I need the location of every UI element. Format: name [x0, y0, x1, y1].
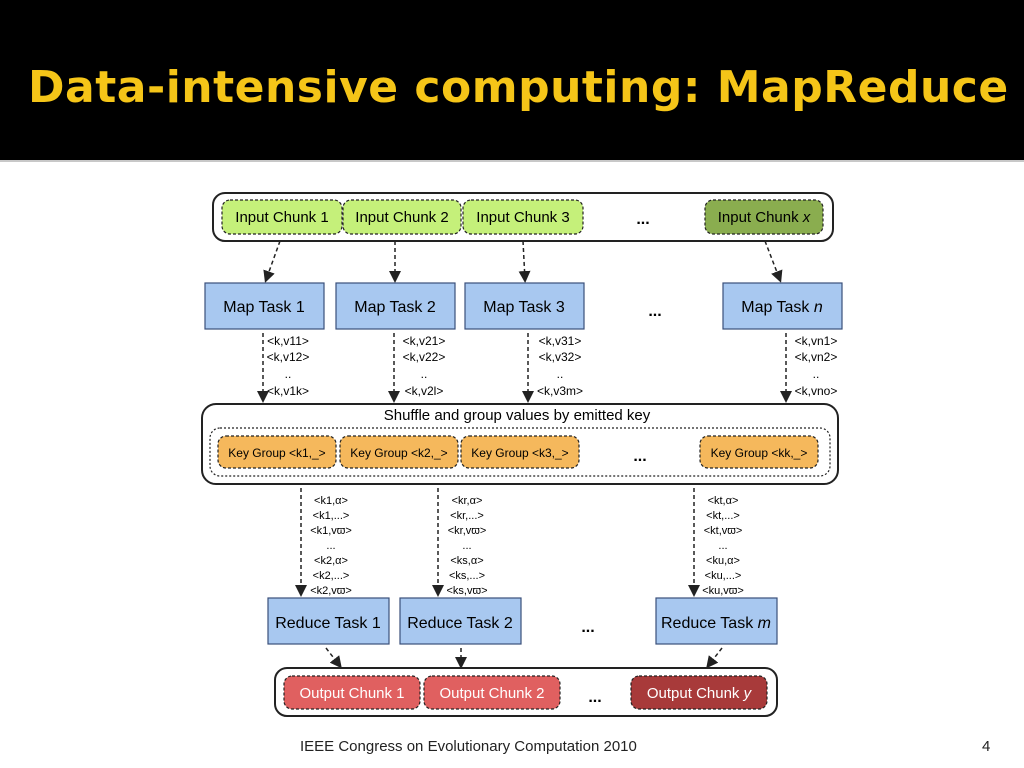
title-bar [0, 0, 1024, 160]
map-task-2 [335, 282, 456, 330]
input-chunk-x-label: Input Chunk x [718, 209, 811, 226]
svg-text:<kt,...>: <kt,...> [706, 510, 740, 522]
svg-text:<k,v12>: <k,v12> [267, 350, 310, 364]
reduce-input-2: <kr,α> <kr,...> <kr,vϖ> ... <ks,α> <ks,.… [447, 495, 488, 597]
reduce-input-m: <kt,α> <kt,...> <kt,vϖ> ... <ku,α> <ku,.… [702, 495, 744, 597]
svg-text:<ks,vϖ>: <ks,vϖ> [447, 585, 488, 597]
svg-text:<k,v21>: <k,v21> [403, 334, 446, 348]
svg-text:...: ... [718, 540, 727, 552]
map-task-1-label: Map Task 1 [223, 299, 305, 316]
key-group-2-label: Key Group <k2,_> [350, 446, 447, 460]
title-divider [0, 160, 1024, 162]
input-chunk-3-label: Input Chunk 3 [476, 209, 569, 226]
svg-text:<kr,...>: <kr,...> [450, 510, 484, 522]
svg-text:<k,vn1>: <k,vn1> [795, 334, 838, 348]
svg-text:..: .. [421, 367, 428, 381]
reduce-ellipsis: ... [581, 619, 594, 636]
svg-text:..: .. [557, 367, 564, 381]
key-group-3 [460, 435, 580, 469]
output-chunk-2 [423, 675, 561, 710]
svg-text:<k2,α>: <k2,α> [314, 555, 348, 567]
svg-text:..: .. [813, 367, 820, 381]
key-group-2 [339, 435, 459, 469]
output-chunk-y-label: Output Chunk y [647, 685, 753, 702]
key-group-k [699, 435, 819, 469]
svg-text:...: ... [462, 540, 471, 552]
slide-title: Data-intensive computing: MapReduce [28, 62, 1009, 113]
shuffle-label: Shuffle and group values by emitted key [384, 407, 651, 424]
svg-text:<k1,...>: <k1,...> [313, 510, 350, 522]
svg-text:..: .. [285, 367, 292, 381]
svg-text:<k,v3m>: <k,v3m> [537, 384, 583, 398]
svg-text:<kt,vϖ>: <kt,vϖ> [704, 525, 743, 537]
output-chunk-y [630, 675, 768, 710]
reduce-task-2 [399, 597, 522, 645]
svg-text:<k1,vϖ>: <k1,vϖ> [310, 525, 352, 537]
input-to-map-arrows [263, 240, 783, 283]
key-group-k-label: Key Group <kk,_> [711, 446, 808, 460]
svg-text:<ks,...>: <ks,...> [449, 570, 485, 582]
page-number: 4 [982, 738, 991, 755]
key-group-ellipsis: ... [633, 448, 646, 465]
input-chunk-2 [342, 199, 462, 235]
svg-text:<k1,α>: <k1,α> [314, 495, 348, 507]
input-chunk-x [704, 199, 824, 235]
map-to-shuffle-arrows [257, 333, 792, 403]
shuffle-to-reduce-arrows [295, 488, 700, 597]
map-ellipsis: ... [648, 303, 661, 320]
map-task-2-label: Map Task 2 [354, 299, 436, 316]
map-output-2: <k,v21> <k,v22> .. <k,v2l> [403, 334, 446, 398]
key-groups-container [209, 427, 831, 477]
reduce-input-1: <k1,α> <k1,...> <k1,vϖ> ... <k2,α> <k2,.… [310, 495, 352, 597]
output-chunk-1 [283, 675, 421, 710]
svg-text:<k,v32>: <k,v32> [539, 350, 582, 364]
map-output-n: <k,vn1> <k,vn2> .. <k,vno> [795, 334, 838, 398]
svg-text:<ku,vϖ>: <ku,vϖ> [702, 585, 744, 597]
key-group-1 [217, 435, 337, 469]
svg-text:<k,v22>: <k,v22> [403, 350, 446, 364]
map-output-3: <k,v31> <k,v32> .. <k,v3m> [537, 334, 583, 398]
map-task-3-label: Map Task 3 [483, 299, 565, 316]
svg-text:<k,v1k>: <k,v1k> [267, 384, 309, 398]
svg-text:<k,v31>: <k,v31> [539, 334, 582, 348]
svg-text:<kr,α>: <kr,α> [452, 495, 483, 507]
output-ellipsis: ... [588, 689, 601, 706]
input-chunk-3 [462, 199, 584, 235]
map-task-n [722, 282, 843, 330]
svg-text:<k,v11>: <k,v11> [267, 334, 309, 348]
svg-text:...: ... [326, 540, 335, 552]
map-output-1: <k,v11> <k,v12> .. <k,v1k> [267, 334, 310, 398]
svg-text:<k,vn2>: <k,vn2> [795, 350, 838, 364]
output-chunk-2-label: Output Chunk 2 [439, 685, 544, 702]
map-task-3 [464, 282, 585, 330]
reduce-task-1-label: Reduce Task 1 [275, 615, 381, 632]
reduce-task-m-label: Reduce Task m [661, 615, 771, 632]
input-ellipsis: ... [636, 211, 649, 228]
svg-text:<k,vno>: <k,vno> [795, 384, 838, 398]
key-group-3-label: Key Group <k3,_> [471, 446, 568, 460]
svg-text:<kt,α>: <kt,α> [708, 495, 739, 507]
footer-text: IEEE Congress on Evolutionary Computatio… [300, 738, 637, 755]
input-chunk-1-label: Input Chunk 1 [235, 209, 328, 226]
map-task-n-label: Map Task n [741, 299, 823, 316]
input-chunk-1 [221, 199, 343, 235]
reduce-task-1 [267, 597, 390, 645]
svg-text:<k,v2l>: <k,v2l> [405, 384, 444, 398]
output-chunk-1-label: Output Chunk 1 [299, 685, 404, 702]
svg-text:<kr,vϖ>: <kr,vϖ> [448, 525, 487, 537]
reduce-to-output-arrows [325, 647, 723, 669]
svg-text:<k2,vϖ>: <k2,vϖ> [310, 585, 352, 597]
reduce-task-m [655, 597, 778, 645]
svg-text:<k2,...>: <k2,...> [313, 570, 350, 582]
svg-text:<ks,α>: <ks,α> [450, 555, 483, 567]
map-task-1 [204, 282, 325, 330]
svg-text:<ku,α>: <ku,α> [706, 555, 740, 567]
reduce-task-2-label: Reduce Task 2 [407, 615, 513, 632]
input-chunk-2-label: Input Chunk 2 [355, 209, 448, 226]
key-group-1-label: Key Group <k1,_> [228, 446, 325, 460]
svg-text:<ku,...>: <ku,...> [705, 570, 742, 582]
